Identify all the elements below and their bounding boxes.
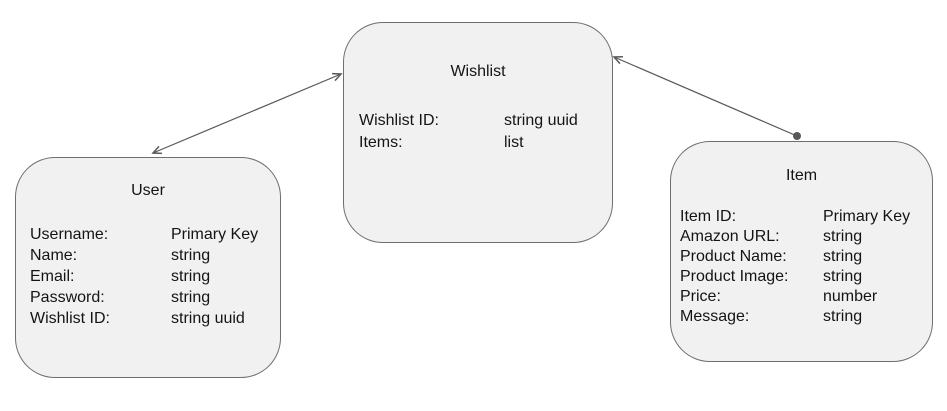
field-row: Name: string	[30, 245, 280, 266]
field-label: Name:	[30, 247, 78, 264]
field-label: Item ID:	[680, 208, 737, 225]
field-value: string	[823, 248, 863, 265]
field-value: string	[171, 247, 211, 264]
field-label: Product Image:	[680, 268, 789, 285]
entity-fields: Username: Primary Key Name: string Email…	[16, 224, 280, 329]
entity-fields: Item ID: Primary Key Amazon URL: string …	[671, 207, 932, 327]
entity-title: User	[131, 182, 165, 199]
entity-card-item: Item Item ID: Primary Key Amazon URL: st…	[670, 141, 933, 362]
field-value: string	[823, 228, 863, 245]
connector-user-wishlist	[153, 74, 341, 153]
field-label: Password:	[30, 289, 105, 306]
field-label: Product Name:	[680, 248, 787, 265]
field-value: string	[171, 268, 211, 285]
field-label: Price:	[680, 288, 721, 305]
field-label: Amazon URL:	[680, 228, 780, 245]
field-row: Email: string	[30, 266, 280, 287]
field-value: Primary Key	[171, 226, 259, 243]
entity-title: Item	[785, 167, 818, 184]
entity-fields: Wishlist ID: string uuid Items: list	[344, 110, 612, 154]
entity-title: Wishlist	[450, 63, 506, 80]
field-row: Item ID: Primary Key	[680, 207, 932, 227]
field-value: string uuid	[504, 112, 578, 129]
field-row: Items: list	[359, 132, 612, 154]
field-row: Wishlist ID: string uuid	[359, 110, 612, 132]
field-row: Username: Primary Key	[30, 224, 280, 245]
field-row: Product Image: string	[680, 267, 932, 287]
field-row: Price: number	[680, 287, 932, 307]
field-value: Primary Key	[823, 208, 911, 225]
connector-item-wishlist	[614, 57, 798, 137]
field-value: list	[504, 134, 524, 151]
field-row: Wishlist ID: string uuid	[30, 308, 280, 329]
field-label: Username:	[30, 226, 109, 243]
field-label: Items:	[359, 134, 403, 151]
field-label: Message:	[680, 308, 750, 325]
field-label: Wishlist ID:	[359, 112, 439, 129]
field-value: string	[171, 289, 211, 306]
field-value: number	[823, 288, 878, 305]
field-row: Message: string	[680, 307, 932, 327]
entity-card-wishlist: Wishlist Wishlist ID: string uuid Items:…	[343, 22, 613, 243]
field-value: string	[823, 308, 863, 325]
connector-endpoint-dot	[793, 132, 801, 140]
field-label: Email:	[30, 268, 75, 285]
field-row: Amazon URL: string	[680, 227, 932, 247]
field-value: string	[823, 268, 863, 285]
field-value: string uuid	[171, 310, 245, 327]
field-row: Product Name: string	[680, 247, 932, 267]
field-label: Wishlist ID:	[30, 310, 110, 327]
entity-card-user: User Username: Primary Key Name: string …	[15, 157, 281, 378]
field-row: Password: string	[30, 287, 280, 308]
